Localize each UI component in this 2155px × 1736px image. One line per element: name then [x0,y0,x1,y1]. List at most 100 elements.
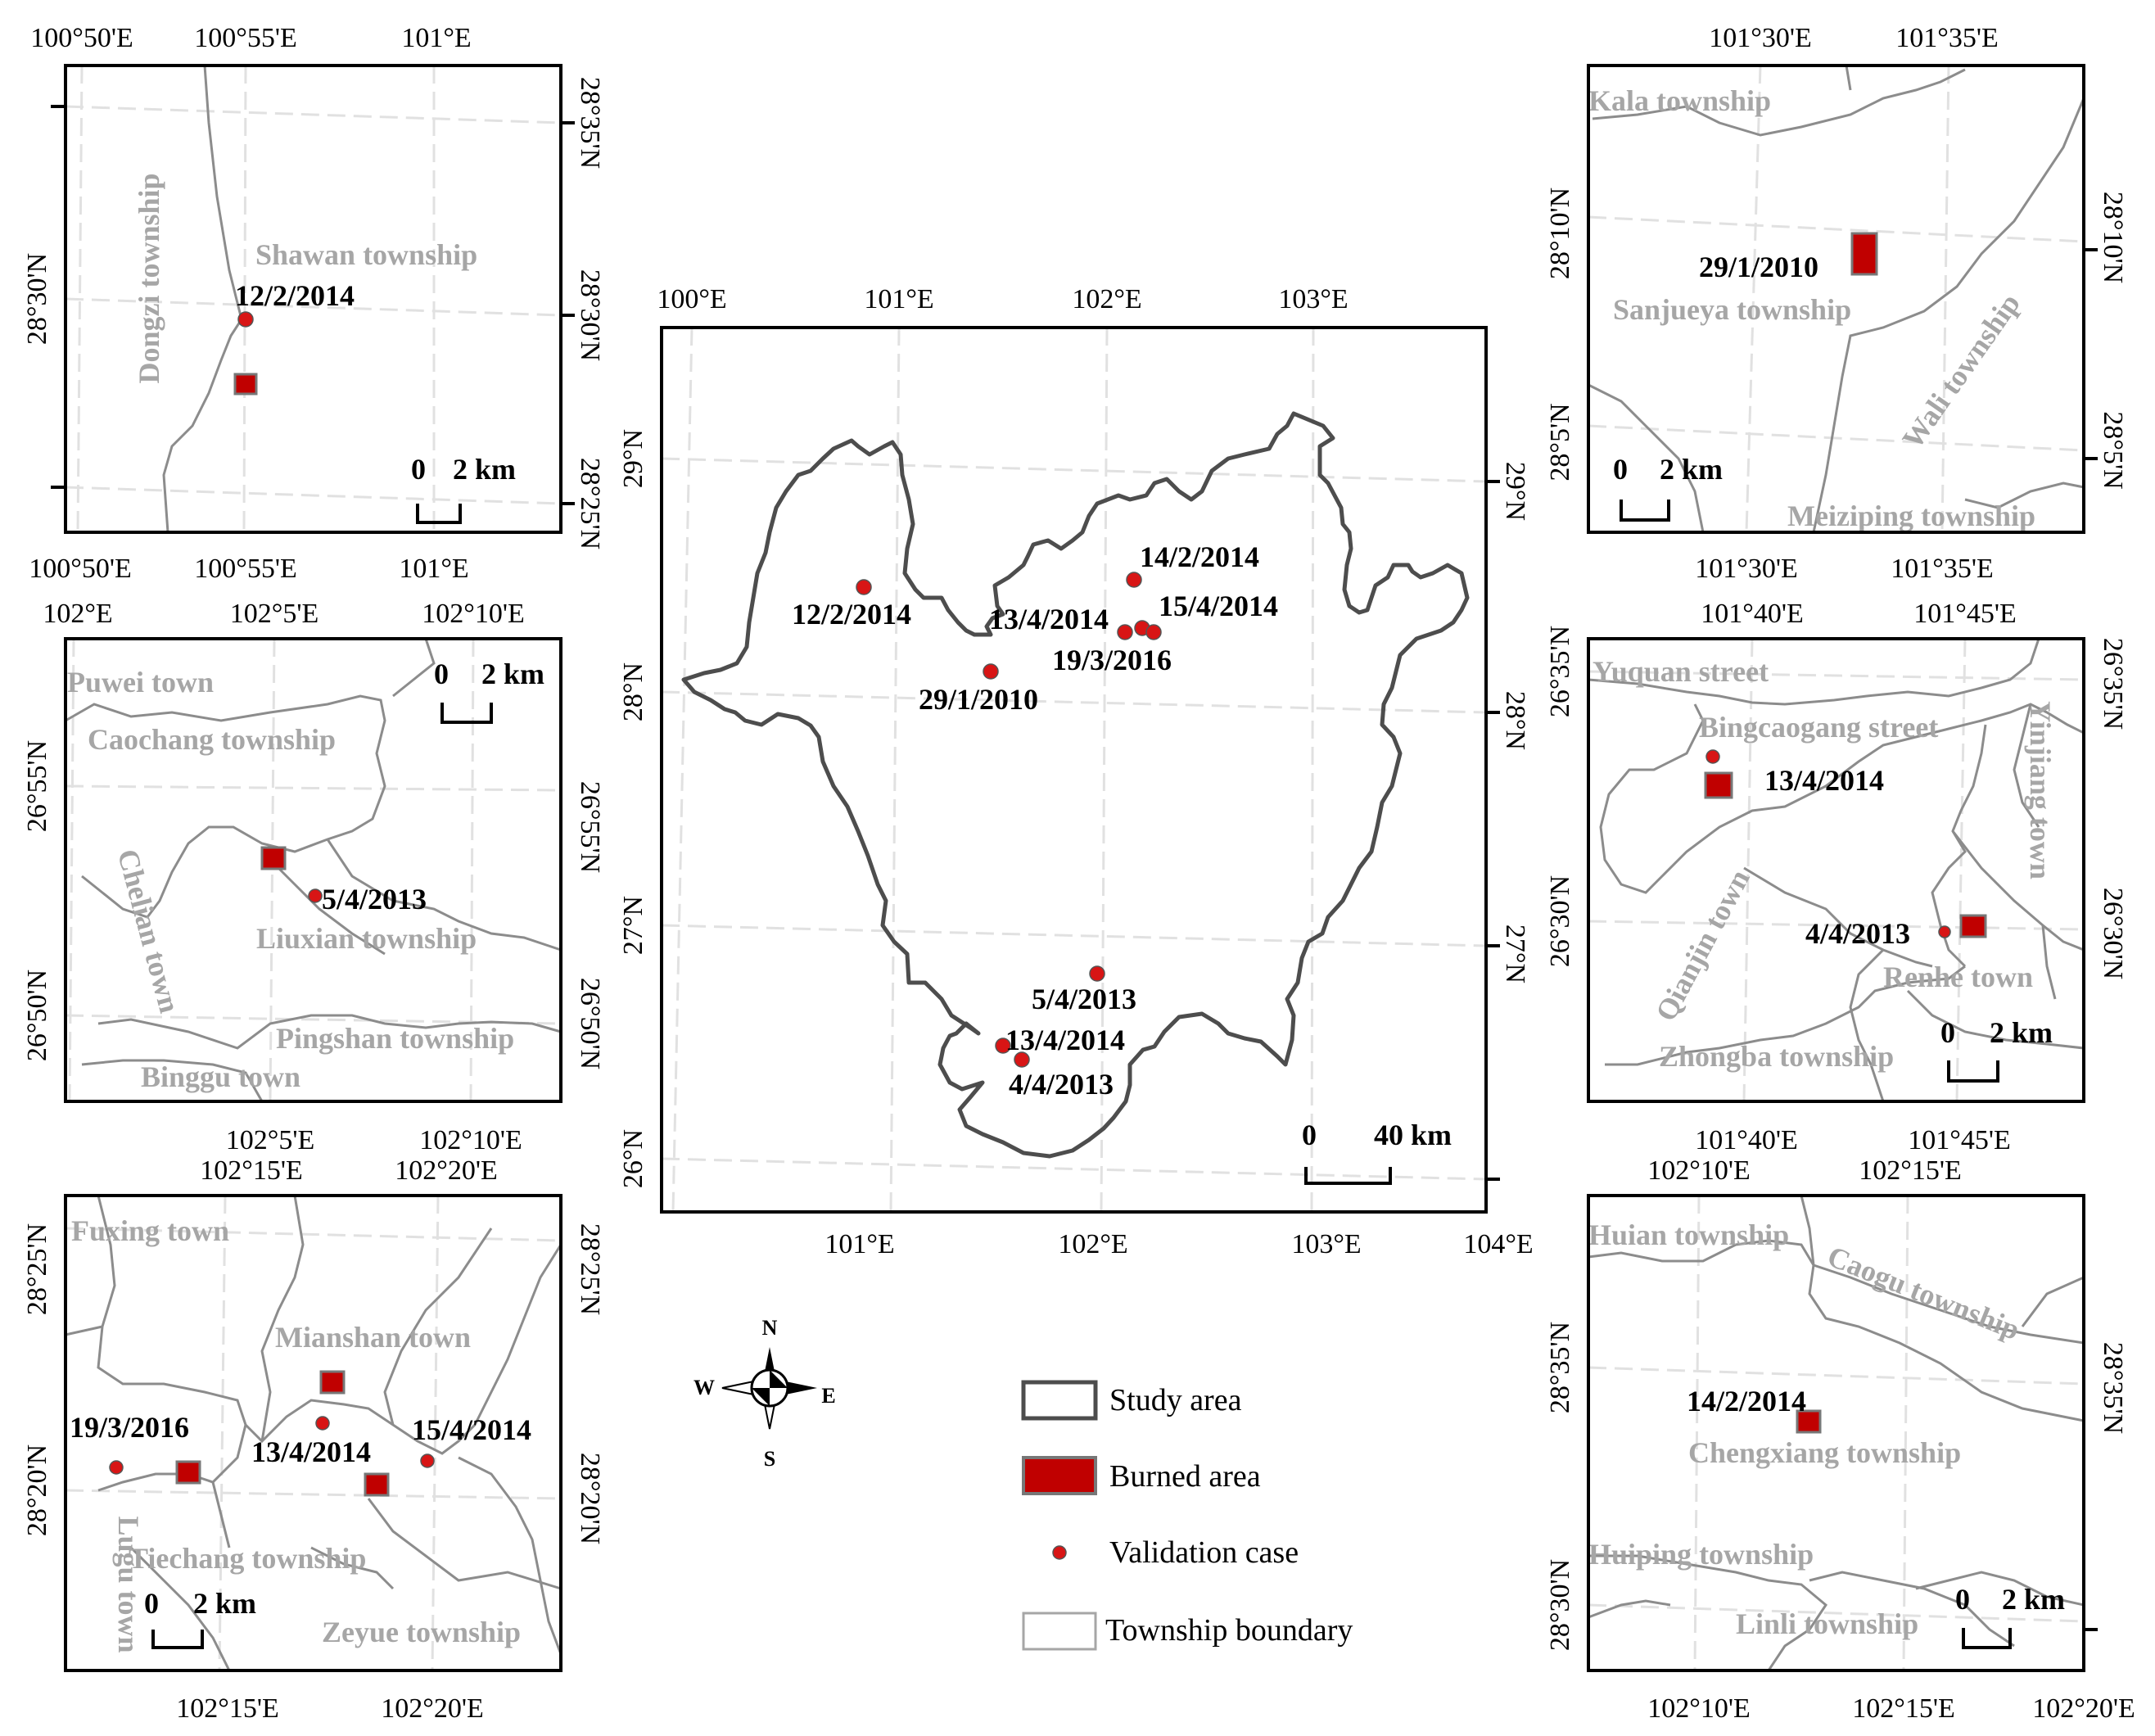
tick: 28°N [1500,691,1530,750]
case-label: 13/4/2014 [1764,764,1884,797]
tick: 26°N [618,1129,648,1188]
inset-top-left: Dongzi township Shawan township 12/2/201… [22,23,605,584]
township-label: Liuxian township [256,922,477,955]
label-29-1-2010: 29/1/2010 [919,683,1038,716]
scale-length: 2 km [453,453,516,486]
tick: 26°35'N [2098,638,2128,730]
burned-area [260,846,287,870]
township-label: Fuxing town [71,1214,229,1247]
main-left-ticks: 29°N 28°N 27°N 26°N [618,429,648,1188]
validation-point [315,1416,330,1431]
township-label: Pingshan township [276,1022,514,1055]
point-5-4-2013 [1089,965,1105,982]
main-right-ticks: 29°N 28°N 27°N [1486,462,1530,1181]
scale-zero: 0 [1940,1016,1955,1049]
township-boundaries [1588,65,2085,533]
scale-length: 2 km [1660,453,1723,486]
inset-scale-bar: 0 2 km [434,658,544,724]
tick: 26°55'N [22,740,52,832]
burned-area [233,373,258,396]
point-4-4-2013 [1014,1051,1030,1068]
inset-scale-bar: 0 2 km [144,1587,256,1649]
tick: 28°10'N [2098,192,2128,283]
township-label: Caochang township [88,723,336,756]
township-label: Yuquan street [1593,655,1769,688]
study-area-outline [681,411,1470,1159]
tick: 28°25'N [575,458,605,549]
tick: 28°20'N [22,1444,52,1536]
burned-area [1704,771,1733,799]
township-boundaries [162,65,243,533]
tick: 29°N [1500,462,1530,521]
township-label: Binggu town [141,1060,300,1093]
inset-frame [64,1194,562,1672]
tick: 100°50'E [30,23,133,53]
inset-frame [64,64,562,534]
tick: 102°20'E [395,1155,498,1186]
township-label: Wali township [1895,287,2026,454]
case-label: 29/1/2010 [1699,251,1818,283]
tick: 101°45'E [1908,1125,2011,1155]
main-validation-points [856,572,1162,1068]
inset-middle-right: Yuquan street Bingcaogang street Yinjian… [1545,599,2128,1155]
tick: 28°5'N [2098,411,2128,489]
validation-point [420,1453,435,1468]
legend-township-boundary-label: Township boundary [1105,1613,1353,1648]
tick: 27°N [1500,925,1530,983]
tick: 27°N [618,896,648,955]
main-case-labels: 12/2/2014 14/2/2014 13/4/2014 15/4/2014 … [792,540,1278,1101]
tick: 101°E [825,1229,894,1259]
tick: 102°5'E [230,599,319,629]
tick: 102°20'E [2032,1693,2135,1724]
township-label: Chelian town [111,846,187,1016]
township-label: Kala township [1588,84,1771,117]
township-boundaries [1588,1195,2085,1671]
label-15-4-2014: 15/4/2014 [1159,590,1278,622]
tick: 102°10'E [1647,1155,1751,1186]
tick: 102°10'E [1647,1693,1751,1724]
township-label: Shawan township [255,238,477,271]
tick: 100°50'E [29,554,132,584]
tick: 102°E [1058,1229,1127,1259]
validation-point [237,311,254,328]
compass-e: E [821,1384,835,1408]
tick: 26°50'N [575,978,605,1069]
legend-validation-case-label: Validation case [1109,1535,1299,1570]
tick: 101°30'E [1695,554,1798,584]
burned-area [319,1370,346,1395]
township-label: Linli township [1736,1607,1918,1640]
case-label: 12/2/2014 [235,279,355,312]
tick: 102°10'E [422,599,525,629]
inset-frame [1587,64,2085,534]
label-12-2-2014: 12/2/2014 [792,598,911,631]
case-label: 5/4/2013 [322,883,427,915]
point-12-2-2014 [856,579,872,595]
legend: Study area Burned area Validation case T… [1021,1380,1353,1651]
label-5-4-2013: 5/4/2013 [1032,983,1136,1015]
tick: 102°15'E [176,1693,279,1724]
point-15-4-2014 [1145,624,1162,640]
tick: 101°30'E [1709,23,1812,53]
scale-zero: 0 [411,453,426,486]
legend-burned-area-label: Burned area [1109,1459,1261,1494]
township-label: Tiechang township [129,1542,366,1575]
tick: 102°15'E [1859,1155,1962,1186]
township-boundaries [65,638,562,1102]
tick: 26°55'N [575,781,605,873]
scale-length: 40 km [1374,1119,1452,1151]
tick: 103°E [1291,1229,1361,1259]
burned-area [1850,232,1878,276]
inset-bottom-left: Fuxing town Mianshan town Lugu town Tiec… [22,1155,605,1724]
tick: 26°50'N [22,970,52,1061]
inset-top-right: Kala township Sanjueya township Wali tow… [1545,23,2128,584]
township-label: Renhe town [1883,961,2033,993]
scale-length: 2 km [193,1587,256,1620]
tick: 26°35'N [1545,626,1575,717]
inset-bottom-right: Huian township Caogu township Chengxiang… [1545,1155,2135,1724]
tick: 26°30'N [2098,888,2128,979]
main-scale-bar: 0 40 km [1302,1119,1452,1185]
inset-scale-bar: 0 2 km [1940,1016,2053,1083]
inset-scale-bar: 0 2 km [1613,453,1723,522]
tick: 101°E [401,23,471,53]
legend-validation-case-symbol [1052,1545,1067,1560]
